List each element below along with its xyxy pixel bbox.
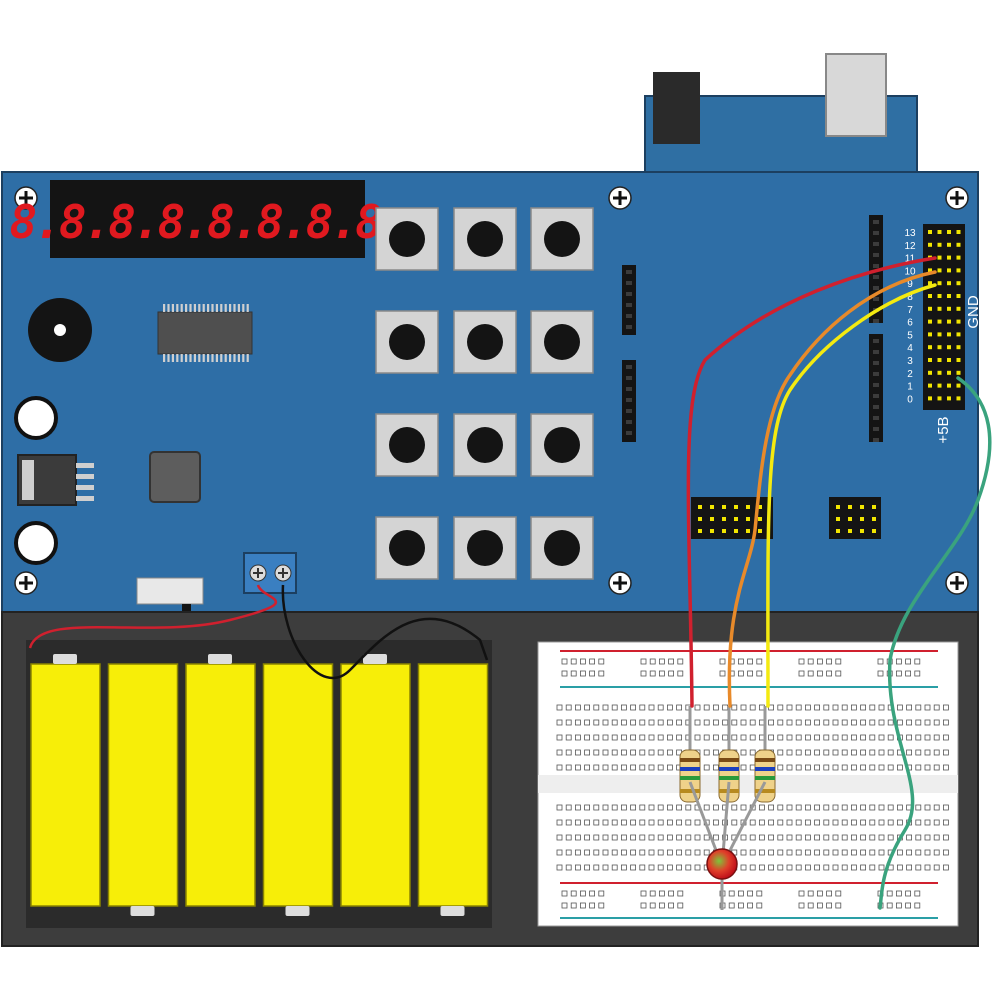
keypad-button[interactable] xyxy=(530,413,594,477)
signal-wires xyxy=(686,256,992,910)
keypad-button[interactable] xyxy=(530,207,594,271)
header-strip xyxy=(622,265,636,335)
gnd-label: GND xyxy=(965,295,982,329)
battery-cell xyxy=(185,654,256,907)
battery-cell xyxy=(30,654,101,907)
pin-number-label: 8 xyxy=(907,292,913,303)
pin-number-label: 2 xyxy=(907,369,913,380)
led-round-top xyxy=(14,396,58,440)
mount-hole-icon xyxy=(945,571,969,595)
header-strip xyxy=(869,334,883,442)
left-components xyxy=(14,396,201,565)
pin-number-label: 0 xyxy=(907,394,913,405)
arduino-board xyxy=(644,53,918,177)
pin-number-label: 9 xyxy=(907,279,913,290)
keypad-button[interactable] xyxy=(530,516,594,580)
battery-red-wire xyxy=(28,584,278,649)
mount-hole-icon xyxy=(608,571,632,595)
battery-cell xyxy=(262,663,334,916)
led-round-bottom xyxy=(14,521,58,565)
pin-blocks xyxy=(691,497,881,539)
pin-number-label: 4 xyxy=(907,343,913,354)
pin-number-label: 13 xyxy=(904,228,916,239)
battery-pack xyxy=(26,640,492,928)
keypad-button[interactable] xyxy=(453,516,517,580)
keypad-button[interactable] xyxy=(453,413,517,477)
yellow-signal-wire xyxy=(766,283,937,708)
mount-hole-icon xyxy=(945,186,969,210)
keypad-button[interactable] xyxy=(375,207,439,271)
pin-number-label: 3 xyxy=(907,356,913,367)
breadboard xyxy=(537,641,959,927)
battery-wires xyxy=(28,584,489,680)
square-chip xyxy=(149,451,201,503)
resistor xyxy=(679,706,701,803)
seven-segment-display: 8.8.8.8.8.8.8.8. xyxy=(9,180,408,258)
pin-number-label: 12 xyxy=(904,241,916,252)
keypad-button[interactable] xyxy=(375,516,439,580)
keypad-button[interactable] xyxy=(375,413,439,477)
pin-number-label: 10 xyxy=(904,266,916,277)
battery-black-wire xyxy=(281,584,489,680)
header-strip xyxy=(622,360,636,442)
pin-number-label: 5 xyxy=(907,330,913,341)
plus5-label: +5B xyxy=(935,416,952,443)
mount-hole-icon xyxy=(608,186,632,210)
green-ground-wire xyxy=(878,376,992,910)
buzzer xyxy=(28,298,92,362)
battery-cell xyxy=(107,663,179,916)
pin-block xyxy=(691,497,773,539)
keypad-button[interactable] xyxy=(453,310,517,374)
power-jack xyxy=(653,72,700,144)
keypad xyxy=(375,207,594,580)
usb-port xyxy=(825,53,887,137)
display-digits: 8.8.8.8.8.8.8.8. xyxy=(9,195,404,249)
pin-block xyxy=(829,497,881,539)
mount-hole-icon xyxy=(14,571,38,595)
battery-cell xyxy=(340,654,411,907)
pin-number-label: 6 xyxy=(907,318,913,329)
ic-chip xyxy=(157,304,253,362)
pin-number-label: 7 xyxy=(907,305,913,316)
mounting-holes xyxy=(14,186,969,595)
screw-terminal xyxy=(243,552,297,594)
keypad-button[interactable] xyxy=(375,310,439,374)
battery-cell xyxy=(417,663,489,916)
pin-number-label: 11 xyxy=(905,254,916,265)
keypad-button[interactable] xyxy=(530,310,594,374)
red-signal-wire xyxy=(686,256,937,708)
mount-hole-icon xyxy=(14,186,38,210)
keypad-button[interactable] xyxy=(453,207,517,271)
rgb-led xyxy=(688,781,767,910)
orange-signal-wire xyxy=(727,270,937,708)
pin-number-label: 1 xyxy=(907,382,913,393)
